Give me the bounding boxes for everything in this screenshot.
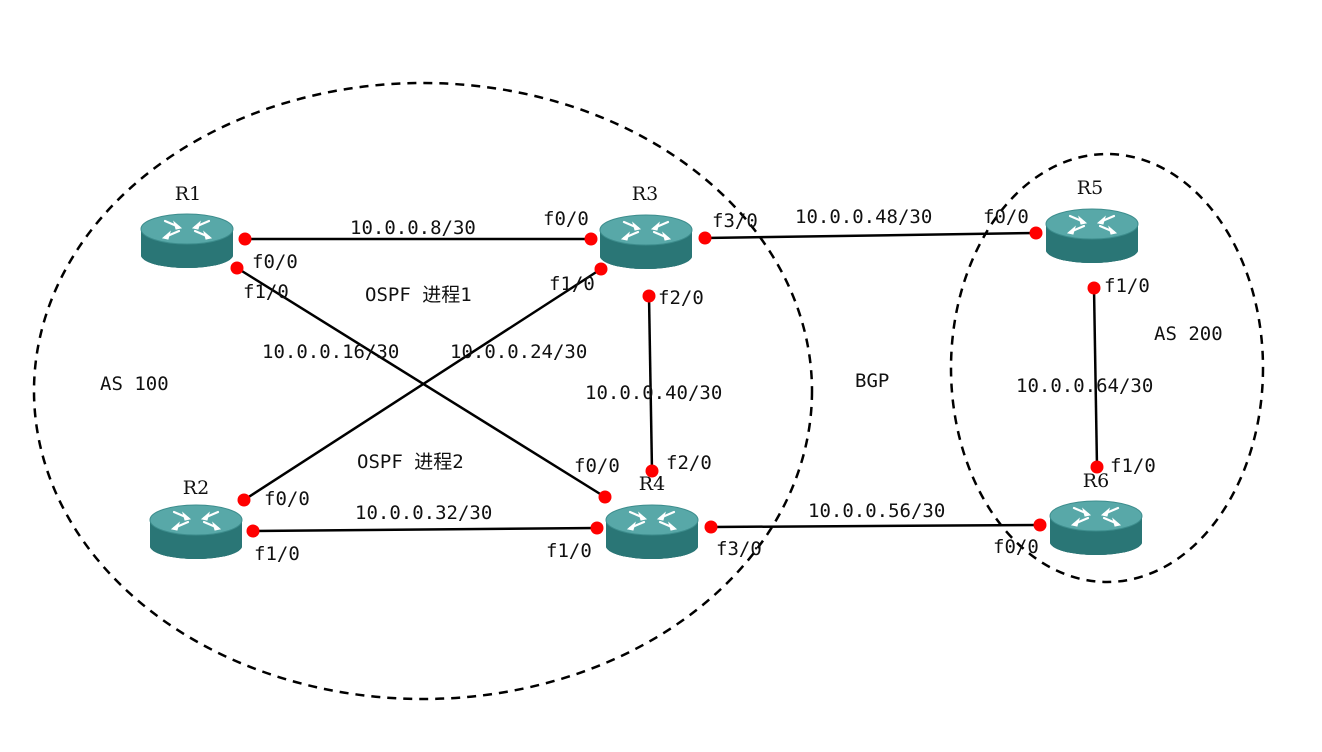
router-name-r2: R2 — [183, 477, 209, 499]
interface-dots-layer — [230, 226, 1104, 538]
subnet-label-r2-r4: 10.0.0.32/30 — [355, 502, 492, 524]
router-name-r1: R1 — [175, 183, 201, 205]
interface-label-r3: f2/0 — [658, 287, 704, 309]
router-r6[interactable] — [1048, 499, 1144, 557]
router-r1[interactable] — [139, 212, 235, 270]
as-100-boundary — [32, 81, 814, 701]
interface-label-r4: f3/0 — [716, 538, 762, 560]
interface-dot-r2-f0-0[interactable] — [237, 493, 251, 507]
link-r2-r3 — [243, 267, 602, 502]
interface-dot-r3-f2-0[interactable] — [642, 289, 656, 303]
as-100-label: AS 100 — [100, 373, 169, 395]
interface-dot-r4-f3-0[interactable] — [704, 520, 718, 534]
subnet-label-r1-r4: 10.0.0.16/30 — [262, 341, 399, 363]
router-r2[interactable] — [148, 503, 244, 561]
router-icon — [1048, 499, 1144, 557]
links-layer — [236, 231, 1099, 533]
interface-dot-r3-f1-0[interactable] — [594, 262, 608, 276]
interface-label-r5: f0/0 — [983, 206, 1029, 228]
subnet-label-r2-r3: 10.0.0.24/30 — [450, 341, 587, 363]
router-name-r6: R6 — [1083, 470, 1109, 492]
as-200-label: AS 200 — [1154, 323, 1223, 345]
subnet-label-r3-r4: 10.0.0.40/30 — [585, 382, 722, 404]
link-r2-r4 — [252, 526, 598, 533]
router-icon — [148, 503, 244, 561]
interface-label-r1: f1/0 — [243, 281, 289, 303]
interface-labels-layer: f0/0 f0/0 f1/0 f0/0 f0/0 f1/0 f1/0 f1/0 f2/0 f2/0… — [243, 206, 1156, 565]
interface-dot-r4-f1-0[interactable] — [590, 521, 604, 535]
router-icon — [1044, 207, 1140, 265]
interface-dot-r4-f0-0[interactable] — [598, 490, 612, 504]
ospf-process-1-label: OSPF 进程1 — [365, 284, 472, 306]
interface-dot-r5-f1-0[interactable] — [1087, 281, 1101, 295]
interface-label-r3: f3/0 — [712, 210, 758, 232]
link-r4-r6 — [710, 523, 1041, 529]
interface-label-r2: f1/0 — [254, 543, 300, 565]
interface-dot-r6-f0-0[interactable] — [1033, 518, 1047, 532]
interface-dot-r5-f0-0[interactable] — [1029, 226, 1043, 240]
interface-dot-r3-f3-0[interactable] — [698, 231, 712, 245]
subnet-label-r1-r3: 10.0.0.8/30 — [350, 217, 476, 239]
router-r4[interactable] — [604, 503, 700, 561]
interface-label-r2: f0/0 — [264, 488, 310, 510]
router-name-r5: R5 — [1077, 177, 1103, 199]
ospf-process-2-label: OSPF 进程2 — [357, 451, 464, 473]
link-r5-r6 — [1092, 287, 1099, 468]
interface-label-r6: f0/0 — [993, 536, 1039, 558]
router-r5[interactable] — [1044, 207, 1140, 265]
router-name-r3: R3 — [632, 183, 658, 205]
interface-label-r4: f2/0 — [666, 452, 712, 474]
link-r3-r5 — [704, 231, 1037, 240]
interface-label-r4: f0/0 — [574, 455, 620, 477]
subnet-label-r4-r6: 10.0.0.56/30 — [808, 500, 945, 522]
router-r3[interactable] — [598, 213, 694, 271]
interface-label-r3: f1/0 — [549, 273, 595, 295]
interface-dot-r2-f1-0[interactable] — [246, 524, 260, 538]
bgp-label: BGP — [855, 370, 889, 392]
link-r3-r4 — [647, 295, 654, 472]
interface-label-r5: f1/0 — [1104, 275, 1150, 297]
interface-label-r1: f0/0 — [252, 251, 298, 273]
router-name-r4: R4 — [639, 473, 665, 495]
router-icon — [604, 503, 700, 561]
subnet-labels-layer: 10.0.0.8/30 10.0.0.16/30 10.0.0.24/30 10.0.… — [262, 206, 1153, 524]
router-icon — [139, 212, 235, 270]
interface-label-r4: f1/0 — [546, 540, 592, 562]
interface-dot-r1-f1-0[interactable] — [230, 261, 244, 275]
interface-dot-r6-f1-0[interactable] — [1090, 460, 1104, 474]
interface-dot-r4-f2-0[interactable] — [645, 464, 659, 478]
interface-label-r6: f1/0 — [1110, 455, 1156, 477]
subnet-label-r3-r5: 10.0.0.48/30 — [795, 206, 932, 228]
interface-dot-r3-f0-0[interactable] — [584, 232, 598, 246]
subnet-label-r5-r6: 10.0.0.64/30 — [1016, 375, 1153, 397]
router-icon — [598, 213, 694, 271]
interface-dot-r1-f0-0[interactable] — [238, 232, 252, 246]
interface-label-r3: f0/0 — [543, 208, 589, 230]
link-r1-r4 — [236, 266, 606, 499]
as-200-boundary — [949, 152, 1265, 584]
